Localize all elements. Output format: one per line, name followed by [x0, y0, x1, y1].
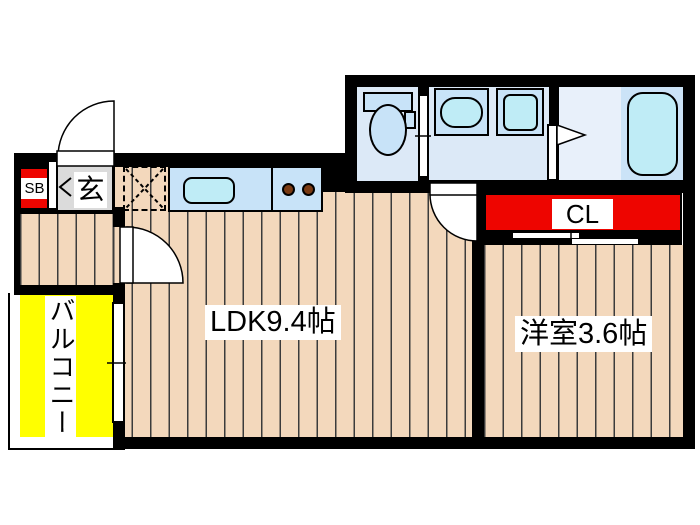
toilet-bowl: [369, 104, 407, 156]
kitchen-counter-divider: [271, 167, 273, 211]
shower-area: [559, 87, 621, 180]
wall-left: [14, 153, 20, 293]
toilet-sliding-door: [418, 94, 429, 178]
shoe-box-label: SB: [21, 178, 48, 199]
entrance-label: 玄: [74, 172, 107, 208]
wall-ldk-western: [472, 193, 484, 437]
wall-entrance-line: [20, 210, 115, 214]
wall-balcony-top: [14, 285, 113, 295]
wall-right: [683, 193, 695, 449]
stove-burner-right: [302, 183, 315, 196]
kitchen-sink: [183, 177, 235, 204]
corridor-floor: [20, 214, 113, 285]
closet-sliding-door-right: [571, 238, 639, 245]
balcony-window: [112, 302, 125, 423]
wall-window-lower: [113, 423, 125, 439]
ldk-floor: [113, 167, 472, 437]
wall-balcony-corner: [113, 283, 125, 303]
washbasin-bowl: [440, 97, 483, 128]
balcony-label: バルコニー: [45, 296, 76, 437]
closet-sliding-door-left: [512, 232, 580, 239]
appliance-space: [123, 166, 166, 211]
bath-folding-door: [547, 124, 558, 181]
stove-burner-left: [282, 183, 295, 196]
washing-machine-pan-inner: [503, 94, 538, 131]
wall-corridor-upper: [113, 207, 125, 227]
wall-bottom: [113, 437, 695, 449]
closet-label: CL: [552, 199, 613, 229]
bathtub: [627, 92, 678, 176]
ldk-label: LDK9.4帖: [205, 305, 341, 340]
wall-kitchen-corner: [323, 167, 345, 192]
kitchen-counter: [168, 166, 323, 212]
western-room-label: 洋室3.6帖: [515, 316, 653, 352]
entrance-door-frame: [47, 160, 58, 210]
